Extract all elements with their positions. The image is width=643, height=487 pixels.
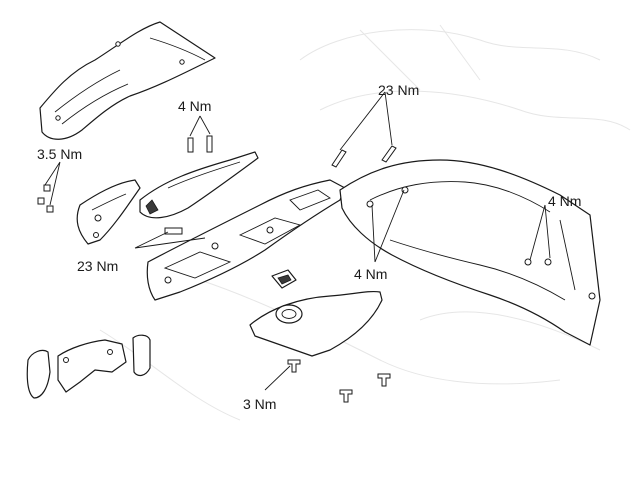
clip-icon: [271, 269, 297, 289]
torque-label-top-right-23nm: 23 Nm: [378, 82, 420, 98]
torque-label-top-4nm: 4 Nm: [178, 98, 212, 114]
rear-tray-part: [339, 159, 601, 346]
leader-lines: [44, 91, 551, 391]
bolt-icon: [37, 135, 397, 235]
bracket-part: [76, 179, 141, 245]
tail-cowl-part: [139, 151, 259, 219]
rear-cover-part: [39, 21, 216, 140]
torque-label-bottom-3nm: 3 Nm: [243, 396, 277, 412]
torque-label-center-4nm: 4 Nm: [354, 266, 388, 282]
grab-handle-part: [26, 334, 151, 399]
undertray-part: [249, 290, 383, 357]
background-ghost-lines: [99, 24, 631, 421]
subframe-part: [146, 179, 346, 301]
torque-label-left-3-5nm: 3.5 Nm: [37, 146, 83, 162]
torque-label-right-4nm: 4 Nm: [548, 193, 582, 209]
screw-icon: [287, 359, 391, 403]
torque-label-left-23nm: 23 Nm: [77, 258, 119, 274]
